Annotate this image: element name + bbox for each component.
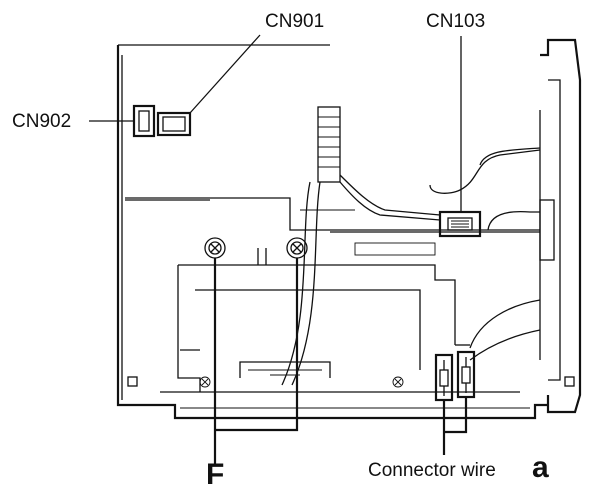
circuit-board (125, 197, 540, 256)
cn902-connector (132, 104, 156, 138)
connector-letter-label: a (532, 451, 549, 484)
mount-screw-icon (199, 376, 211, 388)
chassis-frame (116, 44, 575, 420)
lower-mechanism (177, 248, 470, 392)
side-panel (539, 38, 582, 414)
cn902-label: CN902 (12, 111, 71, 132)
f-label: F (206, 458, 224, 485)
screw-icon (286, 237, 308, 259)
cn103-connector (438, 210, 482, 238)
cn103-label: CN103 (426, 11, 485, 32)
mount-screw-icon (392, 376, 404, 388)
ribbon-cable (281, 106, 441, 386)
screw-icon (204, 237, 226, 259)
right-wiring (429, 147, 541, 361)
connector-wire-a-left (434, 353, 454, 402)
cn901-connector (156, 111, 192, 137)
connector-wire-label: Connector wire (368, 460, 496, 481)
leader-lines (89, 34, 468, 465)
cn901-label: CN901 (265, 11, 324, 32)
